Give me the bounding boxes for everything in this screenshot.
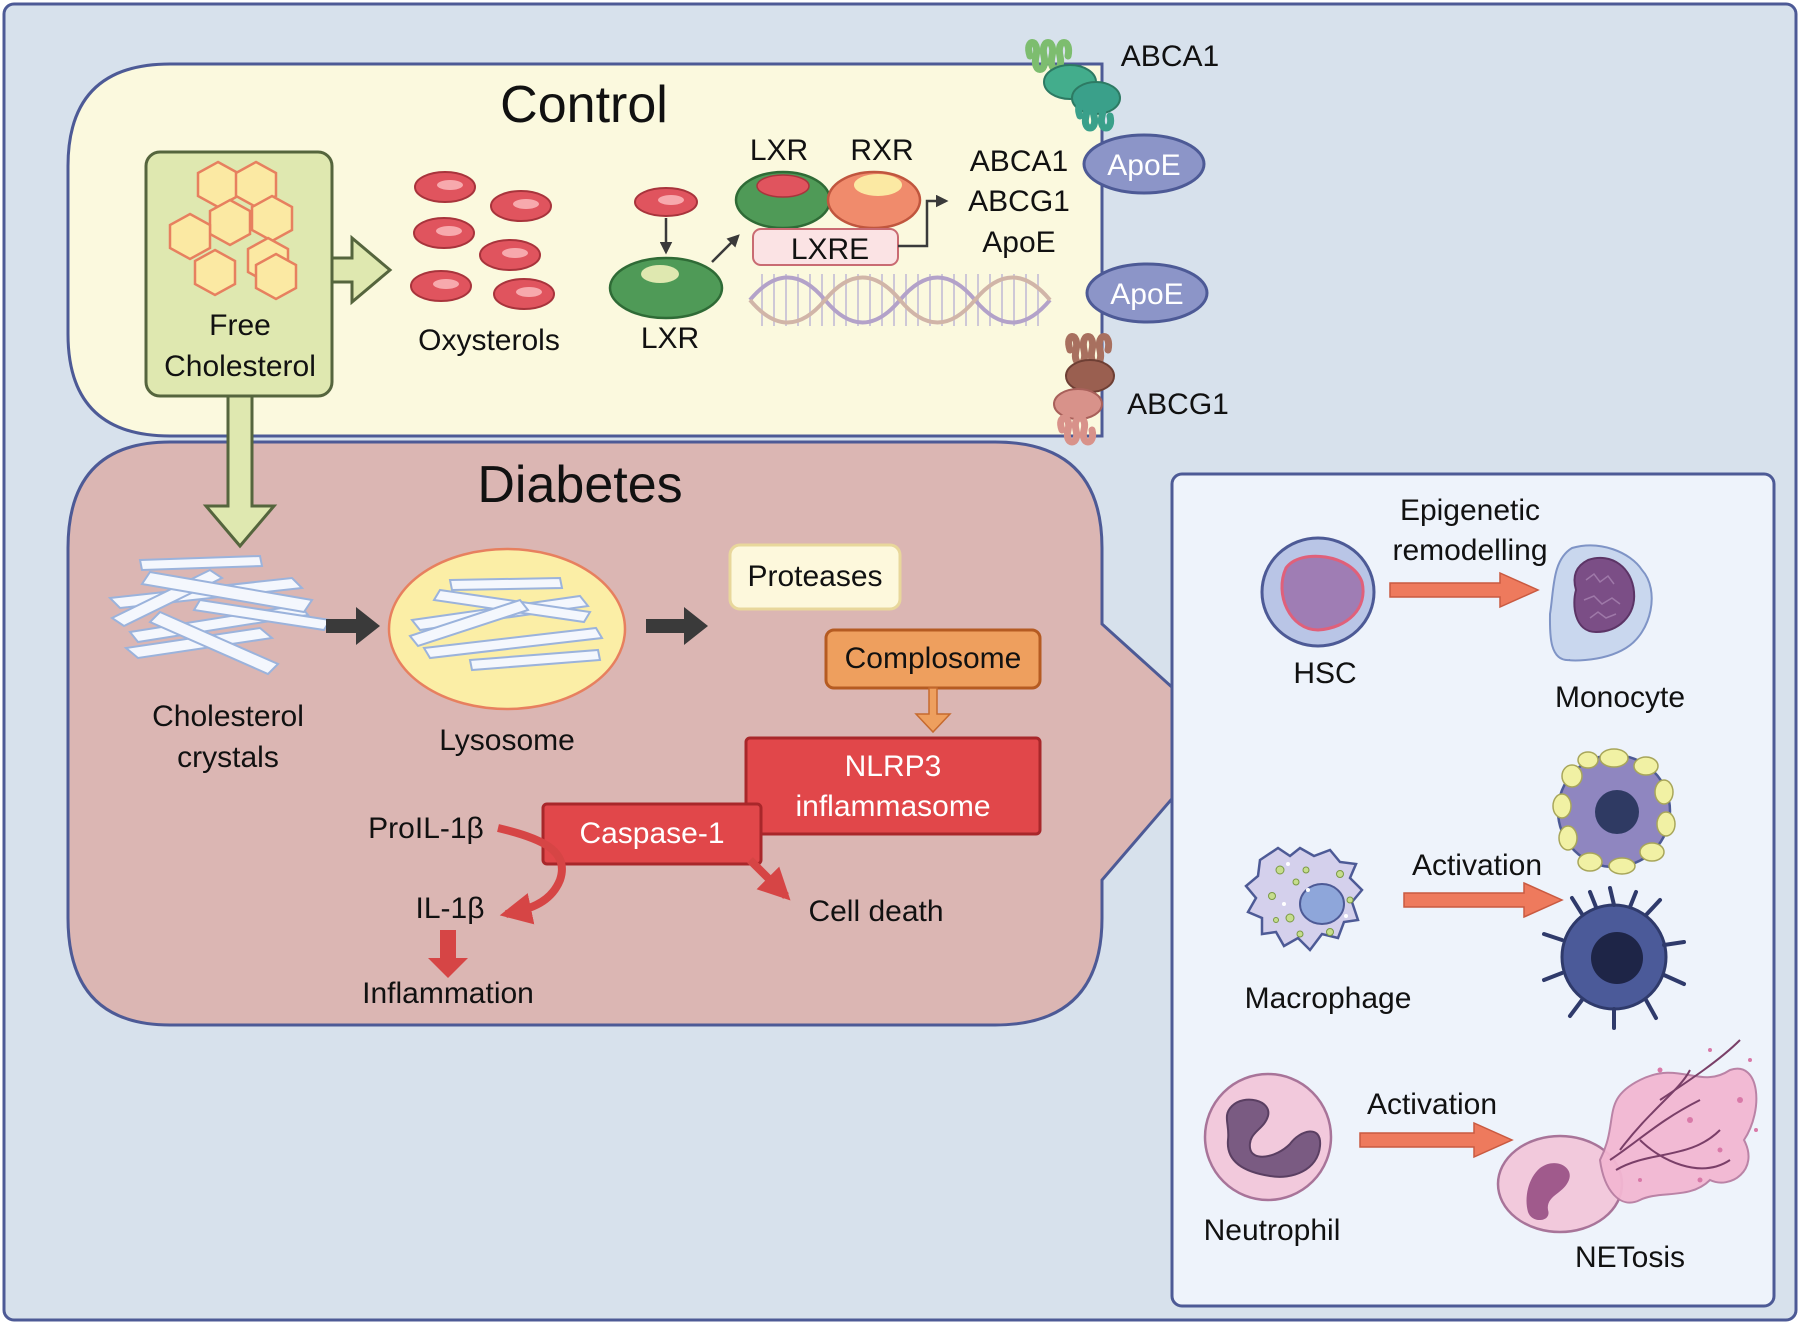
macrophage-cell-icon <box>1244 846 1364 952</box>
epigenetic-label-2: remodelling <box>1392 534 1547 567</box>
oxysterol-icon <box>410 270 472 302</box>
proteases-label: Proteases <box>747 560 882 593</box>
apoe-particle-2 <box>1085 262 1209 324</box>
hsc-label: HSC <box>1293 657 1356 690</box>
activated-macrophage-m2-icon <box>1542 886 1686 1030</box>
transcription-arrow <box>898 194 949 248</box>
arrow-to-oxysterols <box>330 234 393 306</box>
epigenetic-label-1: Epigenetic <box>1400 494 1540 527</box>
lysosome-icon <box>387 547 627 711</box>
apoe-label-2: ApoE <box>1110 278 1183 311</box>
arrow-to-proteases <box>646 607 708 645</box>
oxysterols-group <box>410 171 555 310</box>
oxysterol-icon <box>414 171 476 203</box>
proil-to-il1b-arrow <box>497 824 566 925</box>
neutrophil-activation-arrow <box>1359 1121 1514 1159</box>
hsc-cell-icon <box>1260 536 1376 648</box>
lxr-dimerization-arrow <box>711 234 740 263</box>
lxr-heterodimer-icon <box>734 170 832 230</box>
cell-death-label: Cell death <box>808 895 943 928</box>
neutrophil-cell-icon <box>1203 1072 1333 1202</box>
il1b-to-inflammation-arrow <box>428 930 468 978</box>
nlrp3-box <box>744 736 1042 836</box>
control-panel: Control Free Cholesterol Oxysterols <box>66 39 1229 446</box>
oxysterol-ligand-icon <box>634 187 698 217</box>
crystals-label-2: crystals <box>177 741 279 774</box>
diabetes-panel-box <box>66 440 1229 1027</box>
target-gene-abca1: ABCA1 <box>970 145 1068 178</box>
lxr-receptor-icon <box>608 256 724 320</box>
macrophage-activation-arrow <box>1403 881 1564 919</box>
cells-panel: HSC Epigenetic remodelling Monocyte Macr… <box>1170 472 1776 1308</box>
caspase-to-cell-death-arrow <box>747 857 791 901</box>
activation-label-2: Activation <box>1367 1088 1497 1121</box>
target-gene-abcg1: ABCG1 <box>968 185 1070 218</box>
proteases-box <box>728 543 902 611</box>
rxr-label: RXR <box>850 134 913 167</box>
crystals-label-1: Cholesterol <box>152 700 304 733</box>
abca1-transporter-icon <box>1025 39 1121 132</box>
oxysterol-icon <box>413 217 475 249</box>
diabetes-panel: Diabetes Cholesterol crystals L <box>66 394 1229 1027</box>
lysosome-label: Lysosome <box>439 724 575 757</box>
monocyte-cell-icon <box>1548 544 1653 662</box>
complosome-label: Complosome <box>845 642 1022 675</box>
netosis-label: NETosis <box>1575 1241 1685 1274</box>
free-cholesterol-label-1: Free <box>209 309 271 342</box>
lysosome-crystals-icon <box>408 576 604 672</box>
activation-label-1: Activation <box>1412 849 1542 882</box>
arrow-to-nlrp3 <box>914 687 952 734</box>
lxr-heterodimer-label: LXR <box>750 134 808 167</box>
oxysterol-icon <box>479 239 541 271</box>
rxr-icon <box>826 170 922 230</box>
lxr-label: LXR <box>641 322 699 355</box>
diabetes-title: Diabetes <box>477 456 682 514</box>
cholesterol-crystals-icon <box>107 554 332 676</box>
macrophage-label: Macrophage <box>1245 982 1412 1015</box>
nlrp3-label-2: inflammasome <box>795 790 990 823</box>
control-title: Control <box>500 76 668 134</box>
arrow-to-crystals <box>202 394 278 549</box>
netosis-cell-icon <box>1496 1039 1758 1234</box>
abcg1-transporter-icon <box>1053 333 1115 446</box>
il1b-label: IL-1β <box>416 892 485 925</box>
oxysterol-icon <box>490 190 552 222</box>
target-gene-apoe: ApoE <box>982 226 1055 259</box>
caspase-box <box>541 802 763 866</box>
neutrophil-label: Neutrophil <box>1204 1214 1341 1247</box>
dna-helix-icon <box>748 274 1052 326</box>
abca1-label: ABCA1 <box>1121 40 1219 73</box>
monocyte-label: Monocyte <box>1555 681 1685 714</box>
activated-macrophage-m1-icon <box>1552 748 1676 875</box>
arrow-to-lysosome <box>326 607 380 645</box>
free-cholesterol-label-2: Cholesterol <box>164 350 316 383</box>
oxysterol-icon <box>493 278 555 310</box>
pro-il1b-label: ProIL-1β <box>368 812 484 845</box>
abcg1-label: ABCG1 <box>1127 388 1229 421</box>
epigenetic-arrow <box>1389 571 1540 609</box>
apoe-label-1: ApoE <box>1107 149 1180 182</box>
lxre-label: LXRE <box>791 233 869 266</box>
oxysterols-label: Oxysterols <box>418 324 560 357</box>
cholesterol-hexagons-icon <box>168 160 298 301</box>
apoe-particle-1 <box>1082 133 1206 195</box>
inflammation-label: Inflammation <box>362 977 534 1010</box>
nlrp3-label-1: NLRP3 <box>845 750 942 783</box>
caspase-label: Caspase-1 <box>579 817 724 850</box>
